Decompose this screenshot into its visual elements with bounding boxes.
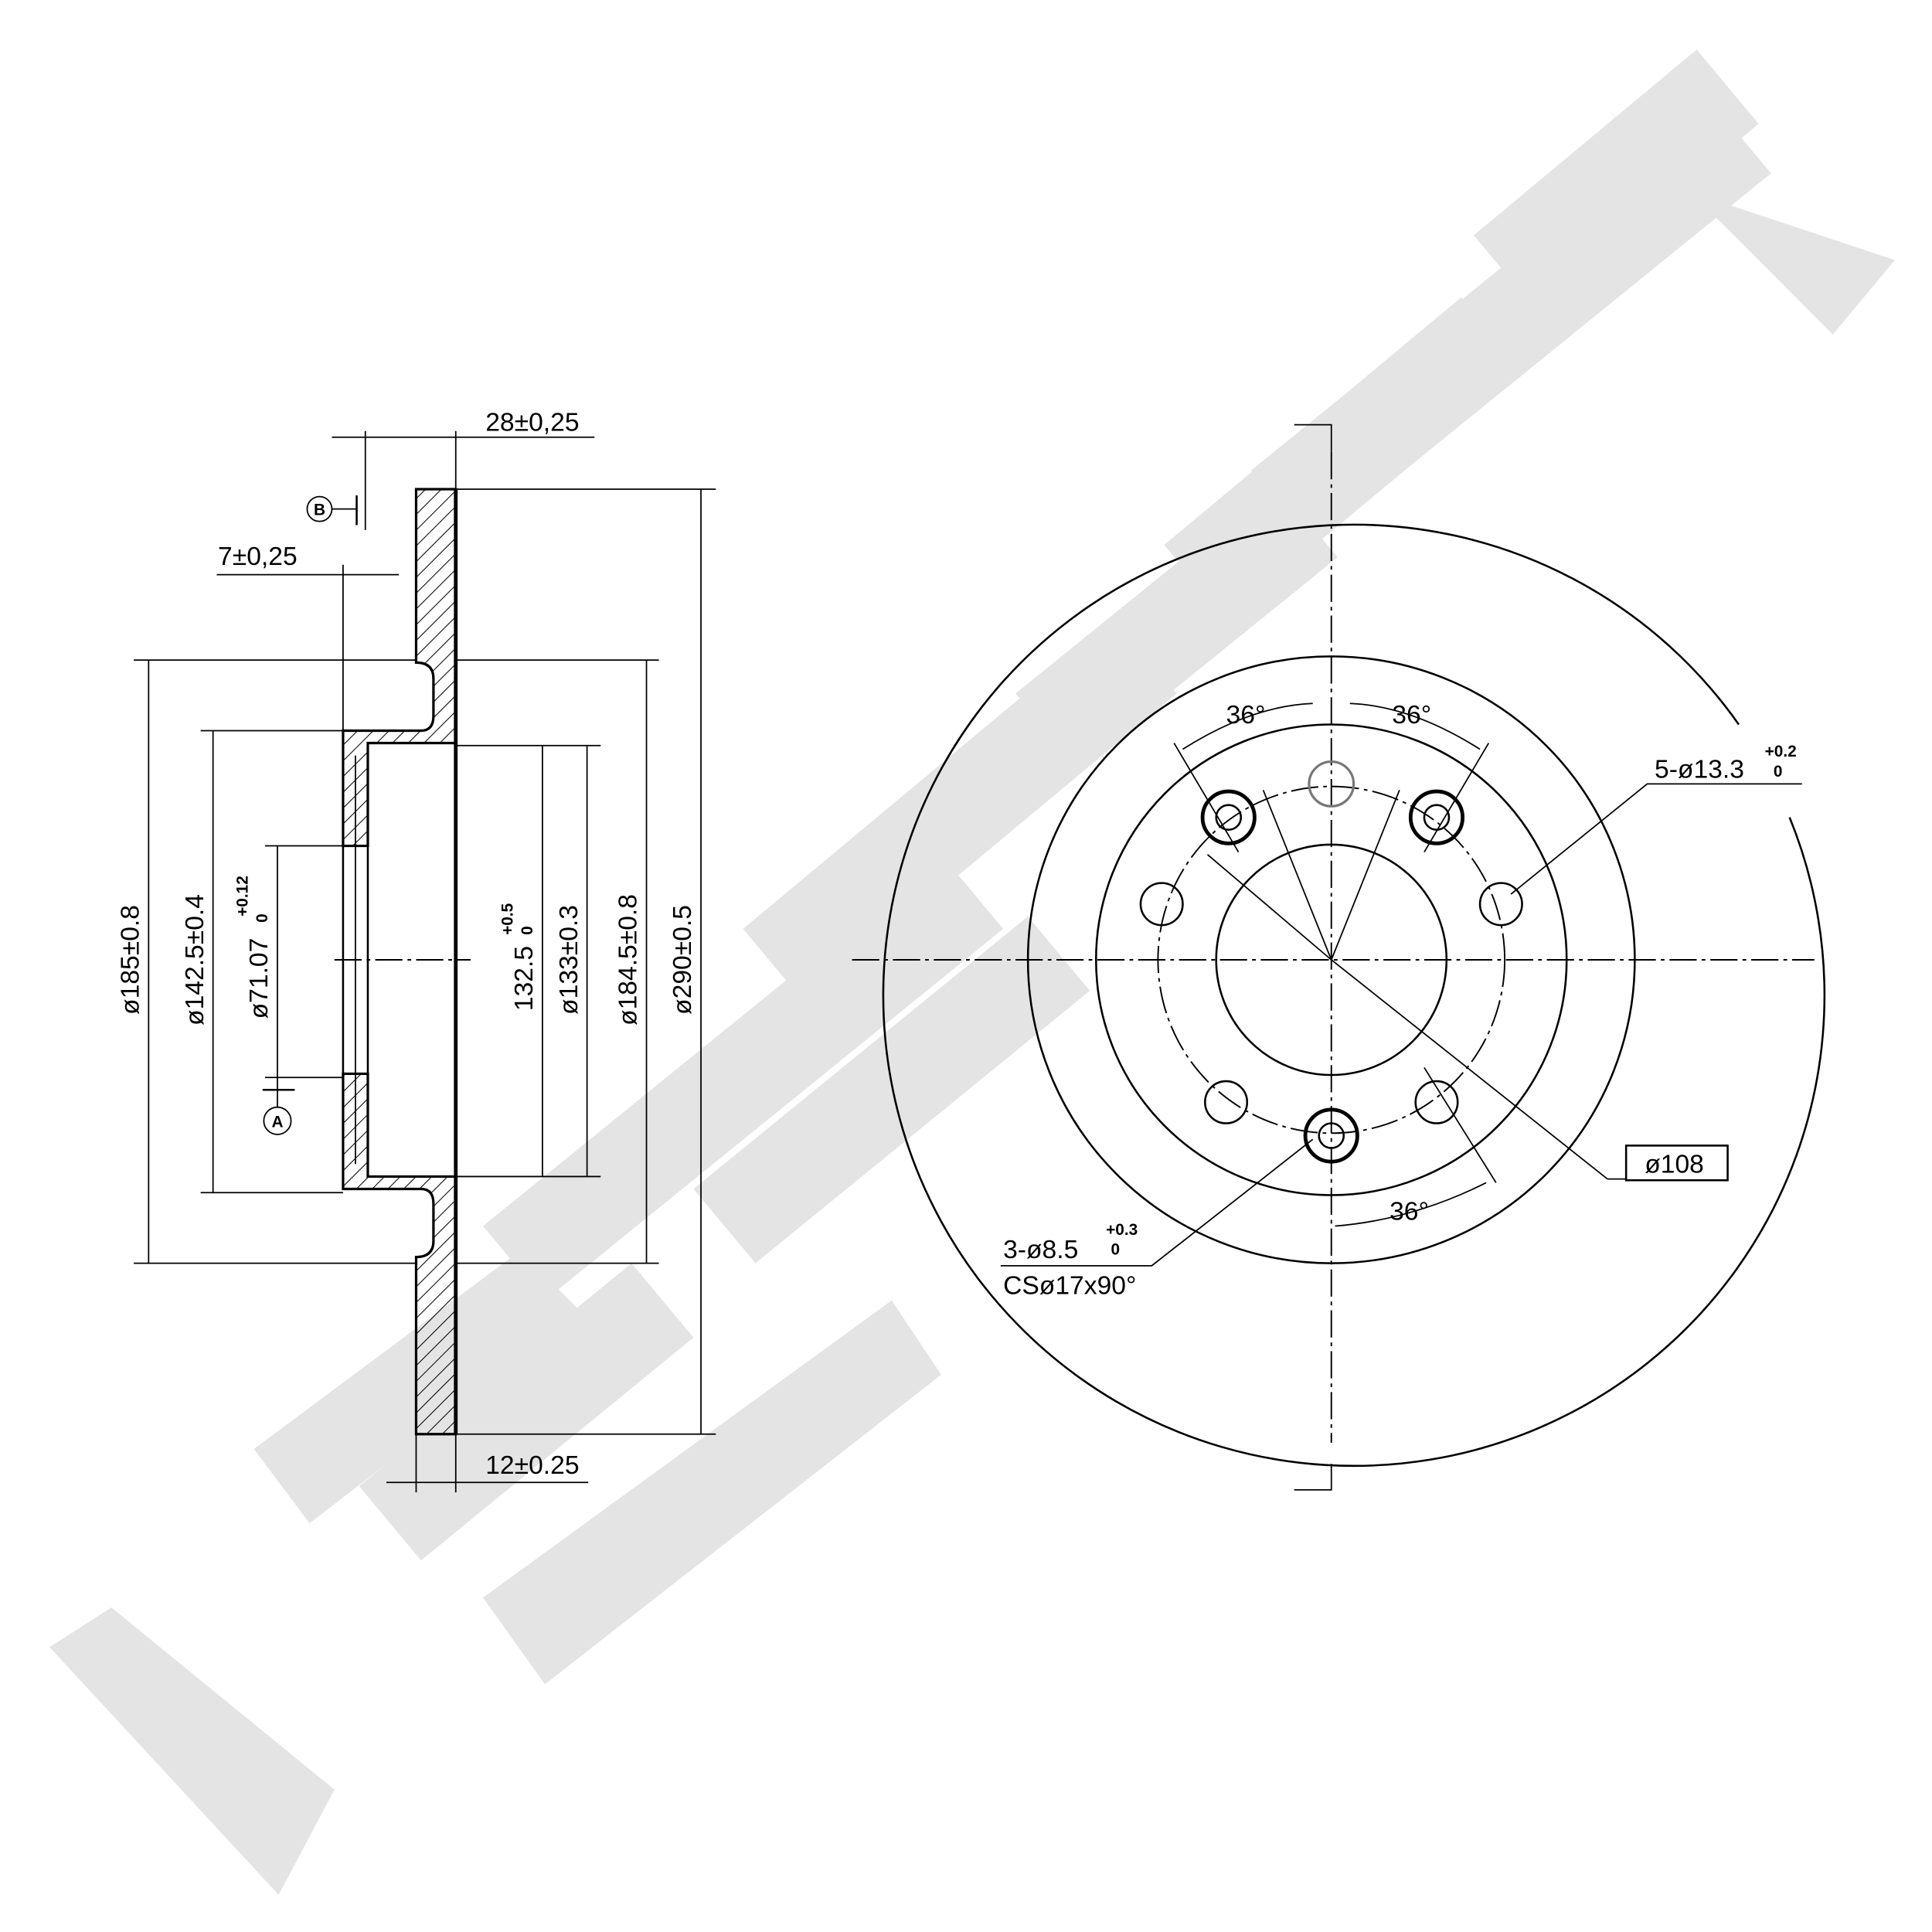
dim-d132: 132.5 [510,946,539,1011]
screw-hole [1215,804,1243,832]
screw-hole-tol-lower: 0 [1111,1240,1121,1258]
datum-a: A [262,1088,295,1135]
bolt-hole-tol-lower: 0 [1774,763,1783,781]
screw-hole-spec: 3-ø8.5 [1003,1236,1078,1264]
dim-overall-height: 28±0,25 [485,409,579,437]
dim-d132-tol-upper: +0.5 [498,903,516,935]
screw-hole-tol-upper: +0.3 [1106,1221,1138,1239]
bolt-holes [1139,760,1523,1124]
bolt-hole [1139,882,1184,927]
bolt-hole-spec: 5-ø13.3 [1655,755,1744,784]
pcd-label: ø108 [1645,1151,1704,1179]
angle-label-bottom: 36° [1389,1198,1429,1226]
bolt-hole [1308,760,1355,808]
countersink-spec: CSø17x90° [1003,1272,1136,1301]
screw-hole [1318,1122,1345,1149]
dimension-lines [148,436,702,1484]
dim-d184: ø184.5±0.8 [614,894,643,1026]
datum-b-label: B [314,502,325,519]
screw-hole-countersink [1408,789,1465,845]
rotor-section-top [342,488,457,848]
dim-d133: ø133±0.3 [555,905,583,1015]
datum-a-label: A [271,1113,283,1131]
dim-d185: ø185±0.8 [116,905,145,1015]
dim-d290: ø290±0.5 [668,905,697,1015]
angle-label-left: 36° [1226,701,1266,730]
bolt-hole [1414,1080,1459,1124]
bolt-hole [1204,1080,1249,1124]
datum-b: B [306,495,358,526]
screw-hole-countersink [1200,789,1257,845]
screw-hole [1423,804,1451,832]
bolt-hole [1478,882,1523,927]
angle-label-right: 36° [1392,701,1431,730]
extension-lines [134,430,716,1493]
dim-d71-tol-upper: +0.12 [234,876,252,917]
rotor-section-bottom [342,1072,457,1436]
screw-holes [1200,789,1465,1164]
leader-and-angle-lines [1000,423,1802,1491]
front-view: 36° 36° 36° 5-ø13.3 +0.2 0 ø108 3-ø8.5 +… [852,423,1826,1491]
dim-hub-offset: 7±0,25 [218,543,298,571]
watermark-logo [49,49,1895,1895]
dim-d71: ø71.07 [245,938,274,1019]
dim-d132-tol-lower: 0 [519,926,536,935]
dim-d71-tol-lower: 0 [253,913,271,923]
dim-disc-thickness: 12±0.25 [485,1451,579,1480]
bolt-hole-tol-upper: +0.2 [1765,743,1797,760]
pcd-box [1624,1145,1729,1182]
dim-d142: ø142.5±0.4 [181,894,209,1026]
screw-hole-countersink [1303,1107,1359,1164]
outer-diameter-circle [882,523,1826,1468]
section-view: 28±0,25 7±0,25 12±0.25 ø185±0.8 ø142.5±0… [116,409,716,1493]
